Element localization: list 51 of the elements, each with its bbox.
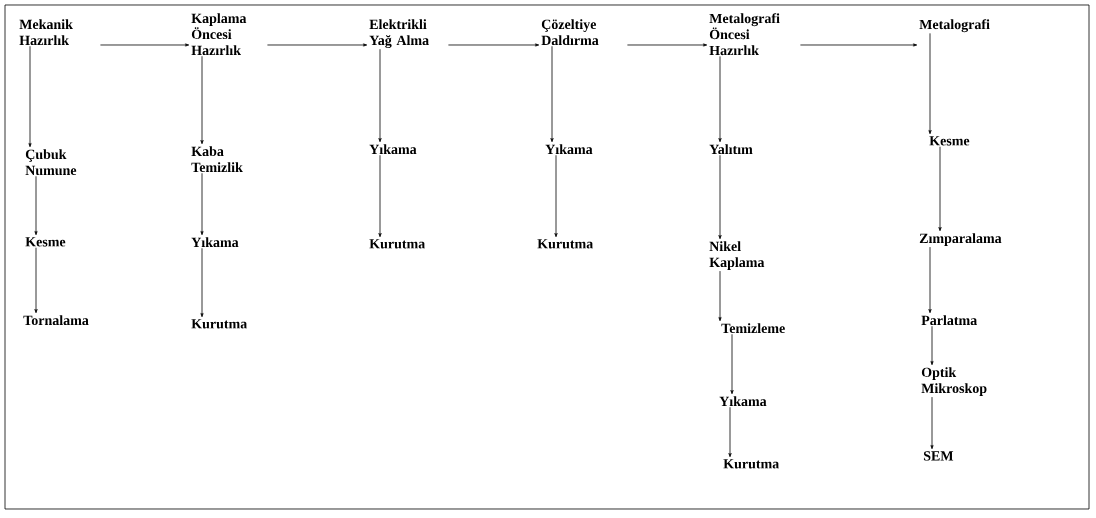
arrow [554,154,558,238]
step-text: Yıkama [369,144,417,155]
step-text: Tornalama [23,315,89,326]
step-text: Metalografi Öncesi Hazırlık [709,13,780,56]
step-text: Yıkama [719,396,767,407]
arrow [627,43,708,47]
step-text: Yalıtım [709,144,753,155]
arrow [718,154,722,240]
step-text: Metalografi [919,19,990,33]
step-text: Elektrikli Yağ Alma [369,19,429,48]
step-text: Kurutma [369,239,425,249]
arrow [34,175,38,236]
step-text: Temizleme [721,323,785,334]
arrow [200,247,204,318]
step-text: Nikel Kaplama [709,241,765,270]
step-text: Kesme [25,237,66,247]
step-text: Zımparalama [919,233,1002,246]
arrow [100,43,190,47]
arrow [938,146,942,232]
arrow [930,396,934,450]
arrow [448,43,540,47]
step-text: Kurutma [191,319,247,329]
step-text: Yıkama [545,144,593,155]
step-text: Yıkama [191,237,239,248]
arrow [200,55,204,145]
arrow [200,172,204,236]
arrow [34,247,38,314]
arrow [718,270,722,322]
step-text: Parlatma [921,315,977,326]
step-text: Çözeltiye Daldırma [541,19,599,46]
arrow [730,333,734,395]
step-text: Kurutma [723,459,779,469]
arrow [28,45,32,148]
arrow [800,43,918,47]
arrow [267,43,368,47]
arrow [550,45,554,143]
step-text: Kurutma [537,239,593,249]
step-text: Kesme [929,136,970,146]
arrow [728,406,732,458]
step-text: Kaplama Öncesi Hazırlık [191,13,247,56]
step-text: SEM [923,451,954,461]
arrow [928,246,932,314]
arrow [378,48,382,143]
arrow [930,325,934,366]
step-text: Optik Mikroskop [921,367,987,396]
step-text: Çubuk Numune [25,149,77,176]
arrow [928,32,932,135]
arrow [718,56,722,143]
arrow [378,154,382,238]
step-text: Mekanik Hazırlık [19,19,73,46]
step-text: Kaba Temizlik [191,146,243,173]
